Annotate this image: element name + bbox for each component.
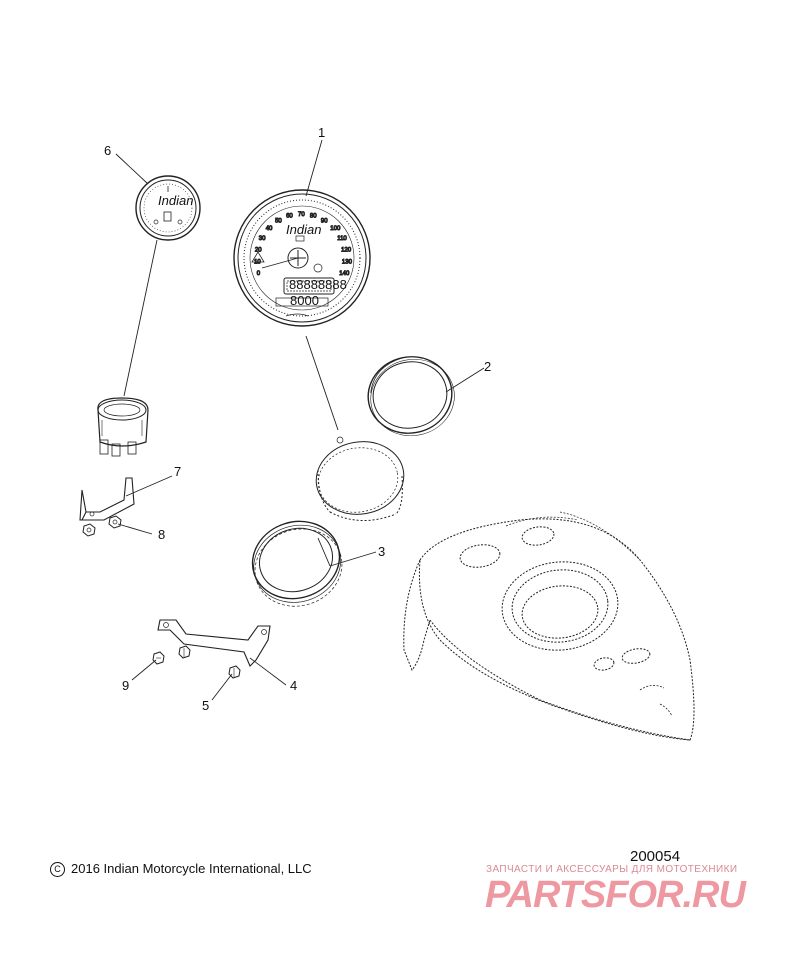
- mph-label: 30: [259, 236, 266, 242]
- callout-7: 7: [174, 464, 181, 479]
- small-gauge-brand: Indian: [158, 193, 193, 208]
- screw-part-5: [228, 665, 241, 679]
- nut-part-8: [108, 515, 122, 529]
- speedometer-trip: 8000: [290, 293, 319, 308]
- mph-label: 90: [321, 219, 328, 225]
- mph-label: 100: [330, 226, 341, 232]
- leader-lines: [115, 139, 485, 701]
- small-gauge-housing: [97, 397, 149, 457]
- mph-label: 0: [257, 271, 261, 277]
- mph-label: 20: [255, 247, 262, 253]
- mph-label: 130: [342, 259, 353, 265]
- copyright-symbol: C: [50, 862, 65, 877]
- mph-label: 10: [254, 259, 261, 265]
- watermark-tagline: ЗАПЧАСТИ И АКСЕССУАРЫ ДЛЯ МОТОТЕХНИКИ: [486, 864, 738, 875]
- fairing-nacelle: [403, 511, 695, 741]
- speedometer-part-1: [233, 189, 371, 327]
- speedometer-brand: Indian: [286, 222, 321, 237]
- mph-label: 80: [310, 214, 317, 220]
- mph-label: 140: [339, 271, 350, 277]
- bracket-part-7: [79, 477, 135, 521]
- copyright-notice: C 2016 Indian Motorcycle International, L…: [50, 861, 312, 877]
- callout-5: 5: [202, 698, 209, 713]
- mph-label: 70: [298, 212, 305, 218]
- bracket-part-4: [157, 619, 271, 667]
- gasket-ring-part-3: [251, 520, 343, 607]
- small-gauge-part-6: [135, 175, 201, 241]
- screw-center: [178, 645, 191, 659]
- copyright-text: 2016 Indian Motorcycle International, LL…: [71, 861, 312, 876]
- speedometer-odometer: 88888888: [289, 277, 347, 292]
- callout-3: 3: [378, 544, 385, 559]
- callout-8: 8: [158, 527, 165, 542]
- callout-1: 1: [318, 125, 325, 140]
- callout-4: 4: [290, 678, 297, 693]
- screw-part-9: [152, 651, 165, 665]
- gauge-lens-dome: [315, 436, 405, 522]
- mph-label: 110: [337, 236, 347, 242]
- mph-label: 120: [341, 247, 352, 253]
- callout-6: 6: [104, 143, 111, 158]
- watermark-logo: PARTSFOR.RU: [485, 874, 746, 916]
- callout-9: 9: [122, 678, 129, 693]
- mph-label: 50: [275, 219, 282, 225]
- mph-label: 60: [286, 214, 293, 220]
- bezel-ring-part-2: [367, 356, 455, 437]
- nut-left: [82, 523, 96, 537]
- diagram-reference-number: 200054: [630, 848, 681, 865]
- mph-label: 40: [266, 226, 273, 232]
- callout-2: 2: [484, 359, 491, 374]
